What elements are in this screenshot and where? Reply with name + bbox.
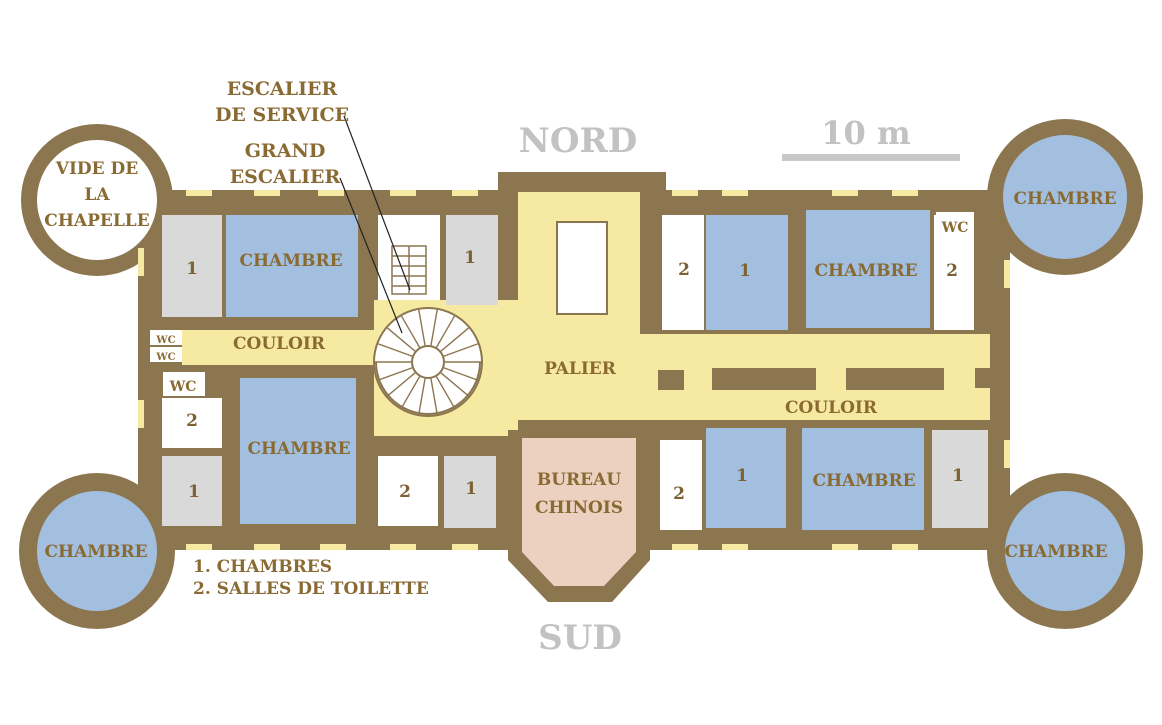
room-1-se-right	[932, 430, 988, 528]
label-chambre-nw: CHAMBRE	[239, 251, 342, 271]
label-couloir-west: COULOIR	[233, 334, 326, 354]
grand-stair-leader	[339, 177, 403, 334]
label-2-ne-left: 2	[678, 260, 690, 280]
stair-step	[400, 375, 421, 410]
label-chambre-ne-tower: CHAMBRE	[1013, 189, 1116, 209]
room-1-sw	[162, 456, 222, 526]
room-2-s-center	[378, 456, 438, 526]
stair-step	[417, 377, 426, 416]
stair-step	[377, 366, 414, 382]
stair-step	[435, 375, 456, 410]
label-1-se: 1	[736, 466, 748, 486]
stair-step	[400, 314, 421, 349]
scale-bar	[782, 154, 960, 161]
label-1-ne: 1	[739, 261, 751, 281]
label-wc-ne: WC	[941, 220, 969, 236]
palier-opening	[556, 221, 608, 315]
label-chambre-se-tower: CHAMBRE	[1004, 542, 1107, 562]
label-chambre-sw: CHAMBRE	[247, 439, 350, 459]
grand-spiral-staircase	[373, 307, 483, 417]
label-bureau-2: CHINOIS	[535, 498, 623, 518]
label-vide-chapelle-2: LA	[84, 185, 110, 205]
wc-ne	[936, 212, 974, 240]
windows	[138, 190, 1010, 550]
chambre-nw	[226, 215, 358, 317]
stair-step	[430, 377, 439, 416]
stair-step	[377, 342, 414, 358]
legend-item-2: 2. SALLES DE TOILETTE	[193, 579, 429, 599]
room-2-ne-left	[662, 215, 704, 330]
label-1-n-center: 1	[464, 248, 476, 268]
label-2-ne-right: 2	[946, 261, 958, 281]
label-chambre-se: CHAMBRE	[812, 471, 915, 491]
scale-bar-label: 10 m	[821, 114, 911, 152]
tower-ne-room	[1003, 135, 1127, 259]
bureau-chinois-room	[522, 438, 636, 586]
stair-step	[430, 308, 439, 347]
stair-step	[386, 326, 417, 353]
label-grand-escalier-1: GRAND	[245, 140, 326, 162]
corridor-pillar	[712, 368, 816, 390]
stair-step	[442, 366, 479, 382]
room-1-se	[706, 428, 786, 528]
corridor-pillar	[975, 368, 993, 388]
compass-south: SUD	[538, 618, 622, 658]
stair-step	[386, 371, 417, 398]
service-stair-leader	[343, 115, 411, 291]
stair-step	[417, 308, 426, 347]
legend-item-1: 1. CHAMBRES	[193, 557, 332, 577]
label-1-se-right: 1	[952, 466, 964, 486]
compass-north: NORD	[519, 121, 637, 161]
label-vide-chapelle-3: CHAPELLE	[44, 211, 149, 231]
label-chambre-ne: CHAMBRE	[814, 261, 917, 281]
stair-step	[439, 371, 470, 398]
label-couloir-east: COULOIR	[785, 398, 878, 418]
room-2-west	[162, 398, 222, 448]
label-wc-west-c: WC	[169, 379, 197, 395]
label-1-s-center: 1	[465, 479, 477, 499]
room-1-n-center	[446, 215, 498, 305]
label-1-sw: 1	[188, 482, 200, 502]
label-vide-chapelle-1: VIDE DE	[55, 159, 139, 179]
chambre-se	[802, 428, 924, 530]
wc-west-lower	[163, 372, 205, 396]
label-wc-west-b: WC	[155, 352, 175, 363]
tower-se-room	[1005, 491, 1125, 611]
corridor-pillar	[658, 370, 684, 390]
room-2-se	[660, 440, 702, 530]
label-1-nw: 1	[186, 259, 198, 279]
room-1-s-center	[444, 456, 496, 528]
room-1-nw	[162, 215, 222, 317]
label-2-west: 2	[186, 411, 198, 431]
chambre-sw	[240, 378, 356, 524]
label-escalier-service-1: ESCALIER	[227, 78, 338, 100]
chambre-ne	[806, 210, 930, 328]
stair-step	[439, 326, 470, 353]
label-escalier-service-2: DE SERVICE	[215, 104, 349, 126]
corridor-pillar	[846, 368, 944, 390]
label-wc-west-a: WC	[155, 335, 175, 346]
label-grand-escalier-2: ESCALIER	[230, 166, 341, 188]
stair-step	[435, 314, 456, 349]
label-palier: PALIER	[544, 359, 617, 379]
tower-nw-void	[37, 140, 157, 260]
label-chambre-sw-tower: CHAMBRE	[44, 542, 147, 562]
label-2-s-center: 2	[399, 482, 411, 502]
label-bureau-1: BUREAU	[537, 470, 621, 490]
stair-step	[442, 342, 479, 358]
label-2-se: 2	[673, 484, 685, 504]
room-1-ne	[706, 215, 788, 330]
tower-sw-room	[37, 491, 157, 611]
